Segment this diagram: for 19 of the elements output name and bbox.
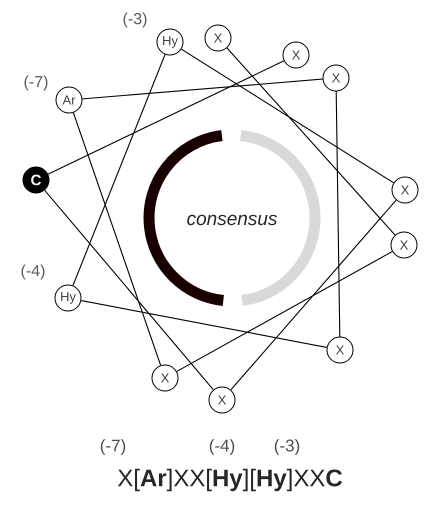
helix-line bbox=[336, 91, 340, 336]
helix-line bbox=[44, 190, 214, 390]
helix-line bbox=[48, 60, 284, 175]
helix-line bbox=[176, 251, 392, 372]
position-label: (-7) bbox=[24, 76, 48, 90]
helix-line bbox=[72, 54, 166, 286]
helix-line bbox=[81, 300, 327, 348]
sequence-motif: X[Ar]XX[Hy][Hy]XXC bbox=[118, 468, 342, 492]
helix-line bbox=[82, 78, 323, 100]
position-label: (-7) bbox=[100, 439, 126, 455]
helix-line bbox=[230, 200, 397, 390]
position-label: (-4) bbox=[210, 439, 234, 455]
helix-line bbox=[226, 48, 396, 236]
position-label: (-4) bbox=[22, 264, 44, 280]
helix-line bbox=[181, 48, 394, 184]
position-label: (-3) bbox=[274, 439, 300, 455]
helix-line bbox=[72, 112, 162, 366]
position-label: (-3) bbox=[124, 12, 146, 28]
center-label: consensus bbox=[187, 214, 278, 226]
